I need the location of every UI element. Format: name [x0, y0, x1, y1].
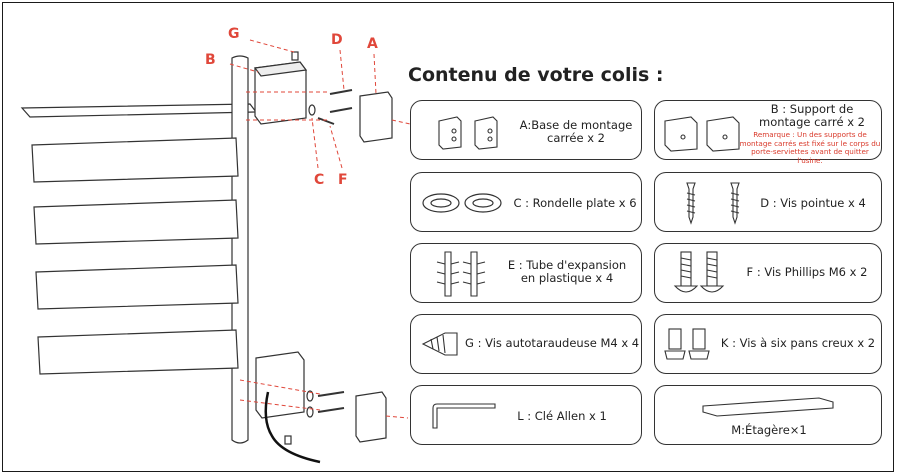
- part-m-label: M:Étagère×1: [655, 424, 883, 437]
- bottom-base: [356, 392, 386, 442]
- flat-washer-icon: [419, 191, 507, 215]
- part-b-label: B : Support de montage carré x 2: [747, 103, 877, 129]
- part-box-k: K : Vis à six pans creux x 2: [654, 314, 882, 374]
- arm-2: [34, 200, 238, 244]
- top-base: [360, 92, 392, 142]
- callout-a: A: [367, 36, 378, 52]
- hex-socket-screw-icon: [663, 325, 717, 365]
- part-box-c: C : Rondelle plate x 6: [410, 172, 642, 232]
- part-box-g: G : Vis autotaraudeuse M4 x 4: [410, 314, 642, 374]
- arm-3: [36, 265, 238, 309]
- part-box-l: L : Clé Allen x 1: [410, 385, 642, 445]
- self-tapping-screw-icon: [419, 329, 463, 359]
- arm-1: [32, 138, 238, 182]
- vertical-pole: [232, 56, 248, 443]
- part-f-label: F : Vis Phillips M6 x 2: [739, 266, 875, 279]
- package-contents-title: Contenu de votre colis :: [408, 64, 664, 86]
- expansion-tube-icon: [433, 248, 493, 300]
- part-d-label: D : Vis pointue x 4: [753, 197, 873, 210]
- part-a-label: A:Base de montage carrée x 2: [517, 119, 635, 145]
- allen-key-icon: [425, 402, 499, 432]
- part-c-label: C : Rondelle plate x 6: [511, 197, 639, 210]
- callout-c: C: [314, 172, 324, 188]
- part-box-b: B : Support de montage carré x 2 Remarqu…: [654, 100, 882, 160]
- pointed-screw-icon: [681, 181, 751, 225]
- part-b-note: Remarque : Un des supports de montage ca…: [739, 131, 881, 165]
- callout-f: F: [338, 172, 348, 188]
- part-box-e: E : Tube d'expansion en plastique x 4: [410, 243, 642, 303]
- part-box-f: F : Vis Phillips M6 x 2: [654, 243, 882, 303]
- part-l-label: L : Clé Allen x 1: [507, 410, 617, 423]
- mounting-base-icon: [435, 113, 509, 151]
- square-bracket-icon: [661, 111, 745, 153]
- phillips-screw-icon: [673, 248, 733, 300]
- shelf-top: [22, 104, 256, 117]
- part-box-m: M:Étagère×1: [654, 385, 882, 445]
- shelf-icon: [699, 392, 839, 418]
- callout-b: B: [205, 52, 216, 68]
- part-g-label: G : Vis autotaraudeuse M4 x 4: [465, 337, 637, 350]
- callout-d: D: [331, 32, 343, 48]
- part-e-label: E : Tube d'expansion en plastique x 4: [497, 259, 637, 285]
- bottom-bracket: [256, 352, 304, 418]
- arm-4: [38, 330, 238, 374]
- part-k-label: K : Vis à six pans creux x 2: [717, 337, 879, 350]
- part-box-d: D : Vis pointue x 4: [654, 172, 882, 232]
- part-box-a: A:Base de montage carrée x 2: [410, 100, 642, 160]
- callout-g: G: [228, 26, 240, 42]
